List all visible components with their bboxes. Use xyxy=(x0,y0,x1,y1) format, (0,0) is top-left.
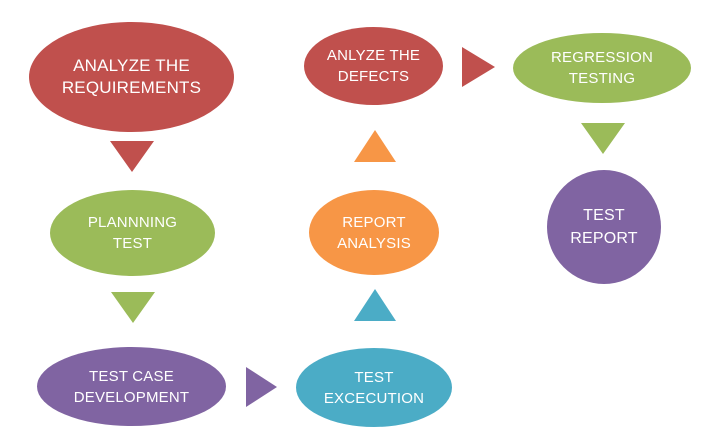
arrow-right-icon xyxy=(246,367,277,407)
node-label: PLANNNING TEST xyxy=(87,214,178,252)
arrow-down-icon xyxy=(110,141,154,172)
arrow-up-icon xyxy=(354,130,396,162)
arrow-down-icon xyxy=(581,123,625,154)
node-analyze-requirements: ANALYZE THE REQUIREMENTS xyxy=(29,22,234,132)
node-label: REGRESSION TESTING xyxy=(550,49,654,87)
node-planning-test: PLANNNING TEST xyxy=(50,190,215,276)
node-label: ANALYZE THE REQUIREMENTS xyxy=(61,56,202,97)
node-label: TEST CASE DEVELOPMENT xyxy=(73,367,190,406)
arrow-down-icon xyxy=(111,292,155,323)
arrow-right-icon xyxy=(462,47,495,87)
node-label: TEST EXCECUTION xyxy=(323,368,425,407)
node-test-case-development: TEST CASE DEVELOPMENT xyxy=(37,347,226,426)
node-test-report: TEST REPORT xyxy=(547,170,661,284)
node-analyze-defects: ANLYZE THE DEFECTS xyxy=(304,27,443,105)
arrow-up-icon xyxy=(354,289,396,321)
node-regression-testing: REGRESSION TESTING xyxy=(513,33,691,103)
node-report-analysis: REPORT ANALYSIS xyxy=(309,190,439,275)
node-test-execution: TEST EXCECUTION xyxy=(296,348,452,427)
node-label: REPORT ANALYSIS xyxy=(337,213,411,252)
node-label: TEST REPORT xyxy=(570,207,638,247)
node-label: ANLYZE THE DEFECTS xyxy=(326,47,421,85)
